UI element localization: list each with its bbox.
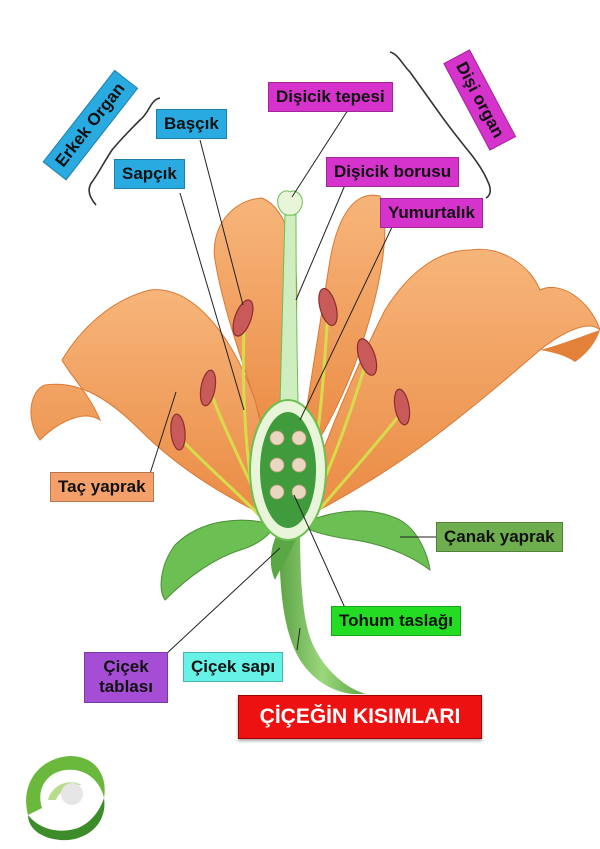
sapcik-label: Sapçık <box>114 159 185 190</box>
male-organ-bracket <box>88 97 161 206</box>
petal-right <box>299 248 600 521</box>
cicek-tablasi-label: Çiçek tablası <box>84 652 168 703</box>
flower-stem <box>279 520 366 694</box>
female-organ-bracket <box>389 51 491 199</box>
tohum-taslagi-label: Tohum taslağı <box>331 606 461 637</box>
anthers <box>170 287 411 451</box>
stigma <box>277 190 303 216</box>
sepal-center <box>270 528 300 580</box>
ovules <box>269 430 307 500</box>
tac-yaprak-label: Taç yaprak <box>50 472 154 503</box>
cicek-sapi-label: Çiçek sapı <box>183 652 284 683</box>
sepal-left <box>160 519 276 601</box>
diagram-title: ÇİÇEĞİN KISIMLARI <box>238 695 482 739</box>
canak-yaprak-label: Çanak yaprak <box>436 522 563 553</box>
disicik-borusu-label: Dişicik borusu <box>326 157 460 188</box>
bascik-label: Başçık <box>156 109 227 140</box>
yumurtalik-label: Yumurtalık <box>380 198 483 229</box>
disicik-tepesi-label: Dişicik tepesi <box>268 82 393 113</box>
leader-lines <box>147 109 438 656</box>
sepal-right <box>298 510 431 572</box>
green-swirl-logo-icon <box>22 756 106 841</box>
petal-right-fold <box>540 330 600 362</box>
ovary-inner <box>260 412 316 528</box>
petal-left <box>30 289 276 521</box>
